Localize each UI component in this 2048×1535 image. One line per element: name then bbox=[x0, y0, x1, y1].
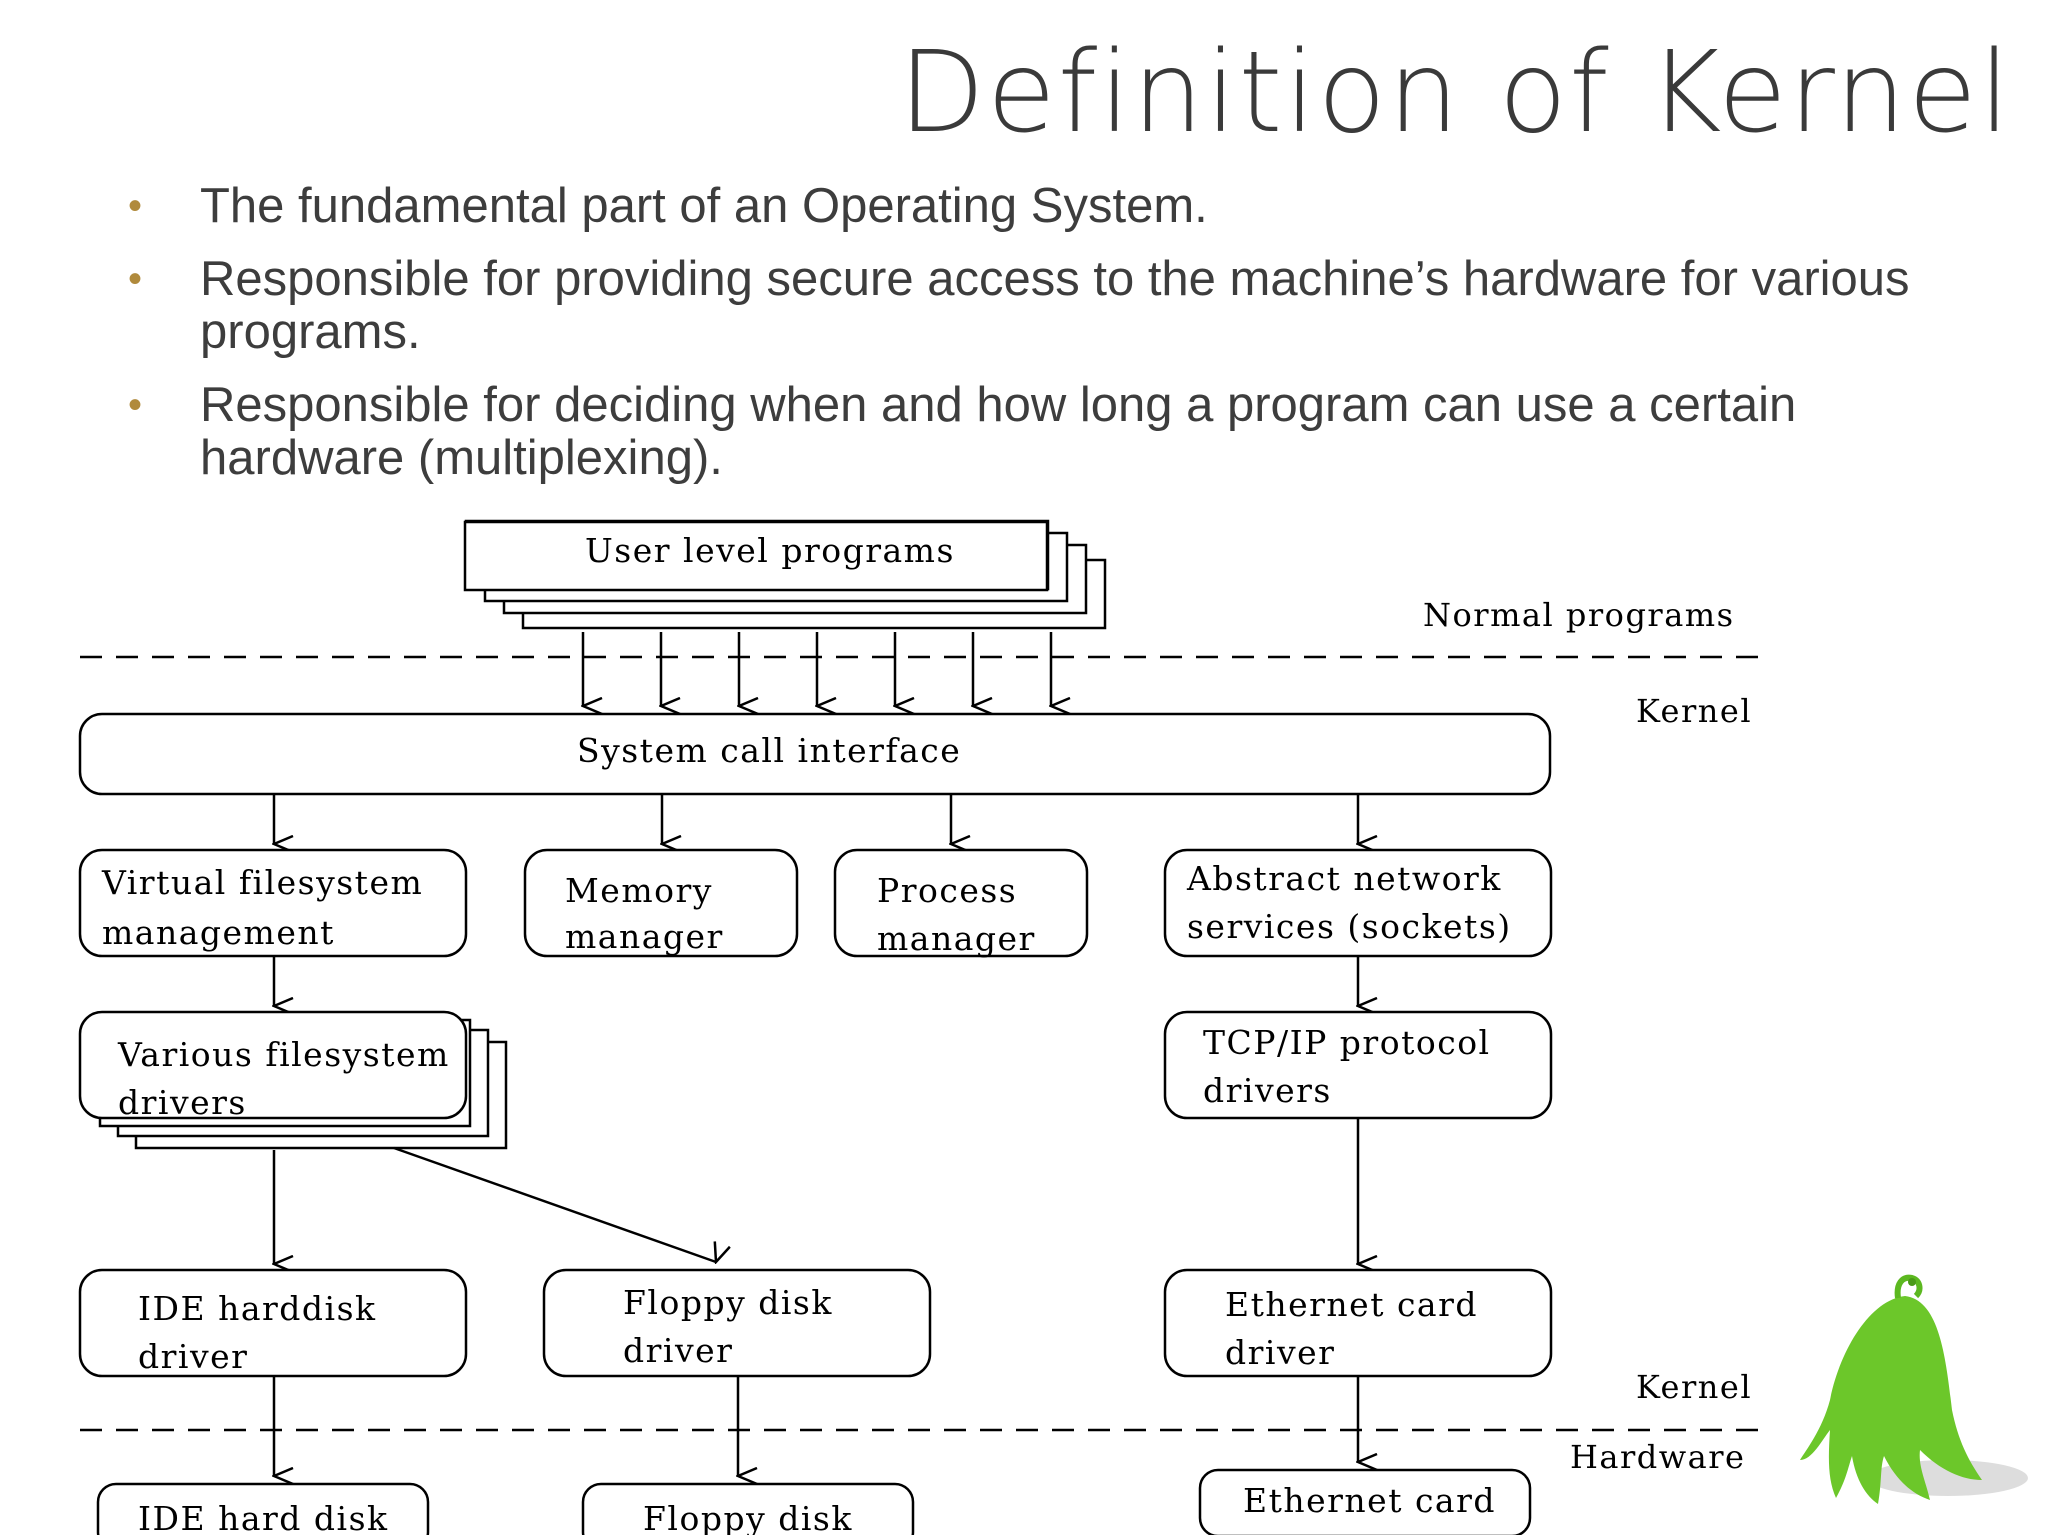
floppy-driver-label-line1: Floppy disk bbox=[623, 1283, 833, 1322]
bullet-list: •The fundamental part of an Operating Sy… bbox=[128, 180, 1928, 505]
ide-hw-label: IDE hard disk bbox=[138, 1499, 389, 1535]
ethernet-driver-label-line1: Ethernet card bbox=[1225, 1285, 1478, 1324]
slide-title: Definition of Kernel bbox=[898, 28, 2012, 158]
network-box-group: Abstract network services (sockets) bbox=[1163, 848, 1553, 958]
fs-drivers-stack: Various filesystem drivers bbox=[78, 1010, 508, 1150]
layer-label-kernel-top: Kernel bbox=[1636, 692, 1752, 730]
memory-manager-box bbox=[523, 848, 799, 958]
ethernet-hw-group: Ethernet card bbox=[1198, 1468, 1532, 1535]
user-programs-stack: User level programs bbox=[463, 519, 1107, 630]
floppy-hw-group: Floppy disk bbox=[581, 1482, 915, 1535]
user-programs-label: User level programs bbox=[585, 531, 955, 570]
user-programs-box bbox=[463, 520, 1049, 592]
memory-label-line1: Memory bbox=[565, 871, 713, 910]
vfs-label-line2: management bbox=[102, 913, 335, 952]
bullet-icon: • bbox=[128, 184, 143, 228]
bullet-item: •Responsible for providing secure access… bbox=[128, 252, 1910, 359]
ide-driver-label-line2: driver bbox=[138, 1337, 248, 1376]
program-syscall-arrows bbox=[583, 632, 1051, 706]
memory-label-line2: manager bbox=[565, 917, 724, 956]
ethernet-driver-label-line2: driver bbox=[1225, 1333, 1335, 1372]
ide-driver-label-line1: IDE harddisk bbox=[138, 1289, 377, 1328]
floppy-driver-label-line2: driver bbox=[623, 1331, 733, 1370]
fs-drivers-label-line1: Various filesystem bbox=[117, 1035, 450, 1074]
tcpip-label-line1: TCP/IP protocol bbox=[1203, 1023, 1491, 1062]
mascot-antenna-tip bbox=[1908, 1278, 1916, 1286]
vfs-box-group: Virtual filesystem management bbox=[78, 848, 468, 958]
floppy-disk-box bbox=[581, 1482, 915, 1535]
network-label-line2: services (sockets) bbox=[1187, 907, 1512, 946]
process-box-group: Process manager bbox=[833, 848, 1089, 958]
layer-label-hardware: Hardware bbox=[1570, 1438, 1745, 1476]
process-label-line2: manager bbox=[877, 919, 1036, 958]
bullet-icon: • bbox=[128, 383, 143, 427]
ethernet-hw-label: Ethernet card bbox=[1243, 1481, 1496, 1520]
mascot-body bbox=[1800, 1296, 1982, 1504]
fs-drivers-label-line2: drivers bbox=[118, 1083, 247, 1122]
network-label-line1: Abstract network bbox=[1186, 859, 1502, 898]
ide-hw-group: IDE hard disk bbox=[96, 1482, 430, 1535]
bullet-item: •Responsible for deciding when and how l… bbox=[128, 378, 1797, 485]
layer-label-normal-programs: Normal programs bbox=[1423, 596, 1735, 634]
syscall-interface-label: System call interface bbox=[577, 731, 961, 770]
process-manager-box bbox=[833, 848, 1089, 958]
bullet-item: •The fundamental part of an Operating Sy… bbox=[128, 179, 1208, 233]
floppy-hw-label: Floppy disk bbox=[643, 1499, 853, 1535]
process-label-line1: Process bbox=[877, 871, 1017, 910]
arrow bbox=[393, 1146, 716, 1262]
ethernet-driver-group: Ethernet card driver bbox=[1163, 1268, 1553, 1378]
green-blob-mascot-icon bbox=[1800, 1274, 2028, 1504]
vfs-label-line1: Virtual filesystem bbox=[101, 863, 423, 902]
ide-hard-disk-box bbox=[96, 1482, 430, 1535]
bullet-icon: • bbox=[128, 257, 143, 301]
fs-drivers-box bbox=[78, 1010, 468, 1120]
syscall-interface-box bbox=[78, 712, 1552, 796]
memory-box-group: Memory manager bbox=[523, 848, 799, 958]
layer-label-kernel-bottom: Kernel bbox=[1636, 1368, 1752, 1406]
tcpip-box-group: TCP/IP protocol drivers bbox=[1163, 1010, 1553, 1120]
floppy-driver-group: Floppy disk driver bbox=[542, 1268, 932, 1378]
ethernet-card-box bbox=[1198, 1468, 1532, 1535]
ide-driver-group: IDE harddisk driver bbox=[78, 1268, 468, 1378]
tcpip-label-line2: drivers bbox=[1203, 1071, 1332, 1110]
